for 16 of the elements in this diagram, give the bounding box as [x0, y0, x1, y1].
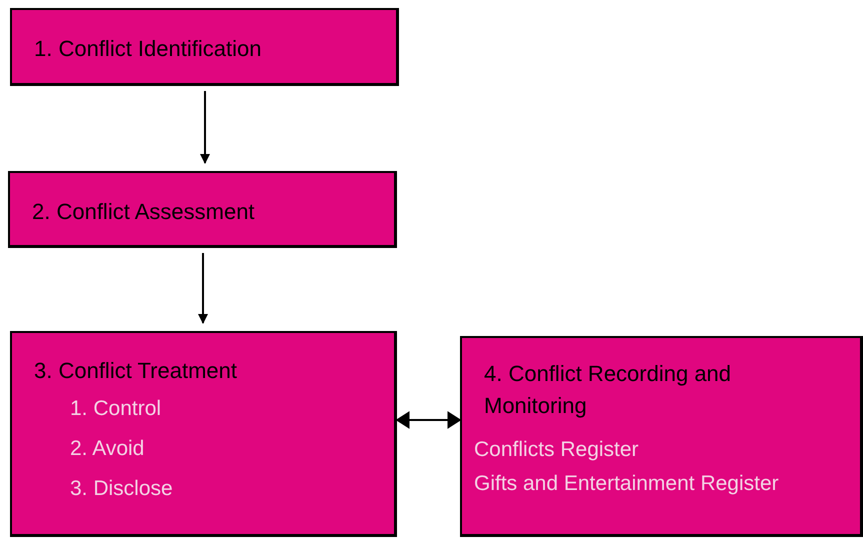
step-item: Gifts and Entertainment Register — [474, 472, 779, 496]
step-item: 3. Disclose — [70, 477, 173, 501]
process-box — [8, 171, 397, 248]
step-heading: 4. Conflict Recording and Monitoring — [484, 360, 732, 420]
process-box — [10, 8, 399, 86]
arrow — [200, 91, 210, 164]
process-box — [10, 331, 397, 537]
step-heading: 2. Conflict Assessment — [32, 199, 255, 225]
step-item: 1. Control — [70, 397, 162, 421]
step-heading: 3. Conflict Treatment — [34, 358, 237, 384]
step-heading: 1. Conflict Identification — [34, 36, 262, 62]
step-item: Conflicts Register — [474, 438, 639, 462]
arrow — [396, 413, 462, 427]
process-box — [460, 336, 863, 537]
step-item: 2. Avoid — [70, 437, 144, 461]
arrow — [198, 253, 208, 324]
